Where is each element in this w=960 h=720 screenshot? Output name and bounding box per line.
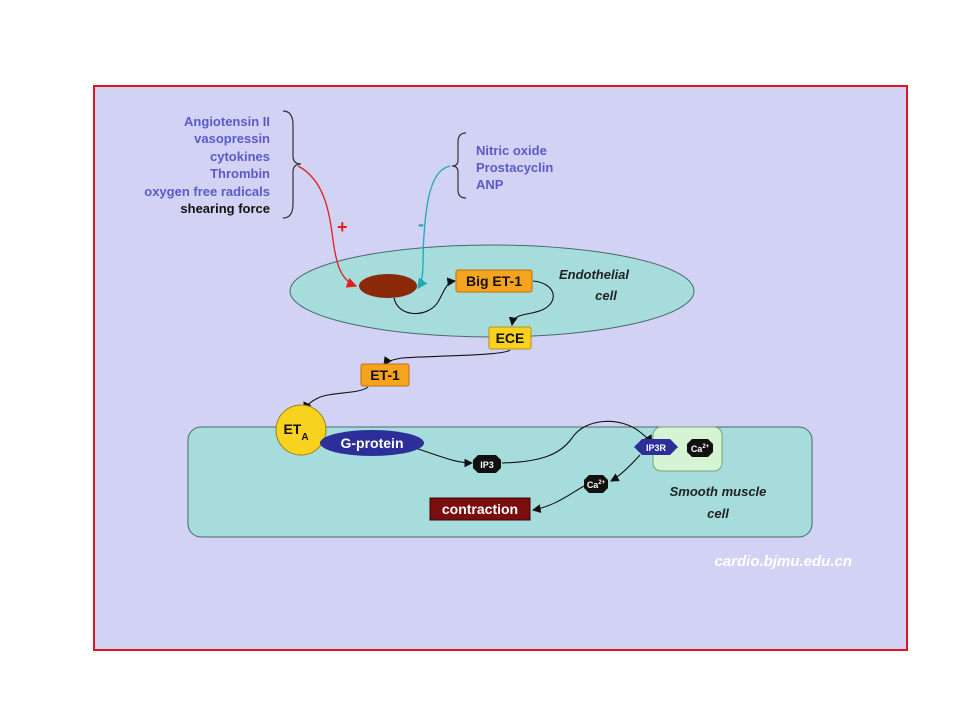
inhibitor-prostacyclin: Prostacyclin xyxy=(476,160,553,175)
endothelial-label-line1: Endothelial xyxy=(559,267,629,282)
ece-label: ECE xyxy=(496,330,525,346)
g-protein-label: G-protein xyxy=(341,435,404,451)
big-et1-box xyxy=(455,269,533,293)
inhibitor-anp: ANP xyxy=(476,177,504,192)
stimulator-shearing-force: shearing force xyxy=(180,201,270,216)
et1-to-eta-arrow xyxy=(303,386,369,411)
plus-sign: + xyxy=(337,217,348,237)
inhibitor-nitric-oxide: Nitric oxide xyxy=(476,143,547,158)
stimulator-vasopressin: vasopressin xyxy=(194,131,270,146)
stimulation-arrow xyxy=(297,165,358,288)
smooth-muscle-label-line1: Smooth muscle xyxy=(670,484,767,499)
gene-expression-arrow xyxy=(393,277,457,315)
stimulator-brace xyxy=(282,110,302,219)
diagram-panel xyxy=(93,85,908,651)
ip3-to-ip3r-arrow xyxy=(501,420,653,464)
contraction-label: contraction xyxy=(442,501,518,517)
stimulator-thrombin: Thrombin xyxy=(210,166,270,181)
ip3-node xyxy=(473,455,501,473)
ece-to-et1-arrow xyxy=(383,349,511,366)
stimulator-cytokines: cytokines xyxy=(210,149,270,164)
watermark: cardio.bjmu.edu.cn xyxy=(714,553,852,570)
stimulator-list: Angiotensin II vasopressin cytokines Thr… xyxy=(144,114,270,216)
eta-receptor xyxy=(275,404,327,456)
smooth-muscle-label-line2: cell xyxy=(707,506,729,521)
et1-box xyxy=(360,363,410,387)
ip3r-channel xyxy=(634,439,678,455)
ip3r-to-calcium-arrow xyxy=(610,454,641,482)
et1-label: ET-1 xyxy=(370,367,400,383)
eta-label: ETA xyxy=(283,421,308,443)
minus-sign: - xyxy=(418,214,424,234)
inhibitor-list: Nitric oxide Prostacyclin ANP xyxy=(476,143,553,192)
cytosol-calcium-node xyxy=(584,475,608,493)
ip3r-label: IP3R xyxy=(646,443,667,453)
big-et1-label: Big ET-1 xyxy=(466,273,522,289)
cytosol-calcium-label: Ca2+ xyxy=(587,480,606,490)
nucleus xyxy=(359,274,417,298)
endothelial-label-line2: cell xyxy=(595,288,617,303)
inhibitor-brace xyxy=(451,132,467,199)
g-protein-to-ip3-arrow xyxy=(417,448,474,468)
calcium-to-contraction-arrow xyxy=(531,485,585,513)
ece-box xyxy=(488,326,532,350)
big-et1-to-ece-arrow xyxy=(508,280,554,327)
contraction-box xyxy=(429,497,531,521)
ip3-label: IP3 xyxy=(480,460,494,470)
sr-calcium-node xyxy=(687,439,713,457)
stimulator-oxygen-radicals: oxygen free radicals xyxy=(144,184,270,199)
stimulator-angiotensin: Angiotensin II xyxy=(184,114,270,129)
inhibition-arrow xyxy=(417,165,451,290)
sr-calcium-label: Ca2+ xyxy=(691,444,710,454)
g-protein xyxy=(320,430,424,456)
